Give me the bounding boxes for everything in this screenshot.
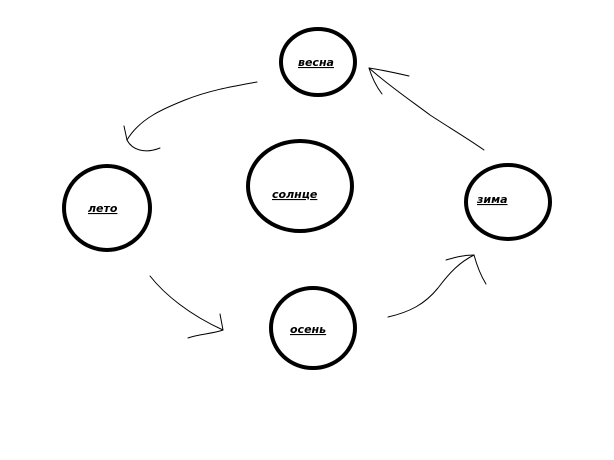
node-autumn: осень (269, 286, 357, 370)
node-winter-label: зима (476, 193, 508, 206)
node-winter: зима (464, 163, 552, 241)
node-summer-label: лето (88, 202, 118, 215)
node-autumn-label: осень (290, 323, 326, 336)
node-spring-label: весна (298, 56, 334, 69)
node-summer: лето (62, 164, 152, 252)
arrow-winter-to-spring (368, 67, 485, 151)
arrow-autumn-to-winter (387, 254, 487, 318)
node-spring: весна (279, 27, 357, 97)
node-sun-label: солнце (272, 188, 318, 201)
node-sun: солнце (246, 139, 354, 233)
arrow-spring-to-summer (123, 81, 258, 152)
arrow-summer-to-autumn (149, 275, 224, 339)
